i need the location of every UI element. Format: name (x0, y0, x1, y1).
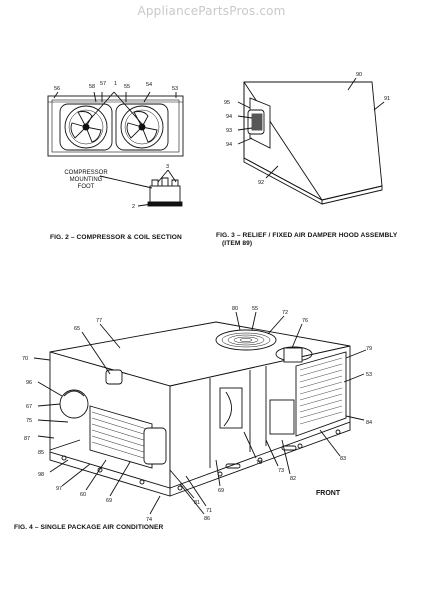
fig4-label: 74 (146, 517, 152, 523)
fig4-label: 69 (106, 498, 112, 504)
fig4-label: 76 (302, 318, 308, 324)
fig4-label: 75 (26, 418, 32, 424)
fig4-air-conditioner-drawing: 80 55 72 76 65 77 79 70 53 96 67 75 84 8… (22, 306, 372, 523)
fig4-label: 71 (206, 508, 212, 514)
fig4-label: 69 (218, 488, 224, 494)
fig4-label: 78 (256, 460, 262, 466)
fig2-label: 2 (132, 204, 135, 210)
fig3-label: 92 (258, 180, 264, 186)
fig4-label: 80 (232, 306, 238, 312)
fig4-label: 79 (366, 346, 372, 352)
front-label: FRONT (316, 490, 341, 497)
fig4-label: 87 (24, 436, 30, 442)
fig4-label: 60 (80, 492, 86, 498)
fig4-label: 55 (252, 306, 258, 312)
fig2-label: 53 (172, 86, 178, 92)
fig2-compressor-coil-drawing: 56 58 57 1 55 54 53 3 2 (47, 81, 184, 210)
fig3-label: 94 (226, 142, 232, 148)
fig3-caption-line2: (ITEM 89) (222, 240, 253, 247)
fig4-label: 72 (282, 310, 288, 316)
fig4-label: 86 (204, 516, 210, 522)
fig3-caption-line1: FIG. 3 – RELIEF / FIXED AIR DAMPER HOOD … (216, 232, 398, 239)
fig2-label: 55 (124, 84, 130, 90)
fig2-label: 58 (89, 84, 95, 90)
fig3-label: 93 (226, 128, 232, 134)
fig4-caption: FIG. 4 – SINGLE PACKAGE AIR CONDITIONER (14, 524, 164, 531)
fig3-label: 91 (384, 96, 390, 102)
compressor-mounting-foot-note: COMPRESSOR MOUNTING FOOT (64, 170, 108, 190)
fig3-label: 90 (356, 72, 362, 78)
fig3-label: 95 (224, 100, 230, 106)
fig4-label: 81 (194, 500, 200, 506)
fig4-label: 70 (22, 356, 28, 362)
fig2-caption: FIG. 2 – COMPRESSOR & COIL SECTION (50, 234, 182, 241)
fig4-label: 83 (340, 456, 346, 462)
fig4-label: 97 (56, 486, 62, 492)
fig4-label: 67 (26, 404, 32, 410)
fig4-label: 96 (26, 380, 32, 386)
fig4-label: 53 (366, 372, 372, 378)
fig2-label: 3 (166, 164, 169, 170)
fig4-label: 65 (74, 326, 80, 332)
fig4-label: 73 (278, 468, 284, 474)
fig3-label: 94 (226, 114, 232, 120)
fig4-label: 84 (366, 420, 372, 426)
fig2-label: 54 (146, 82, 152, 88)
fig2-label: 57 (100, 81, 106, 87)
fig4-label: 98 (38, 472, 44, 478)
watermark: AppliancePartsPros.com (137, 4, 286, 18)
fig4-label: 82 (290, 476, 296, 482)
fig4-label: 77 (96, 318, 102, 324)
fig2-label: 1 (114, 81, 117, 87)
fig4-label: 85 (38, 450, 44, 456)
fig3-damper-hood-drawing: 90 95 91 94 93 94 92 (224, 72, 390, 205)
fig2-label: 56 (54, 86, 60, 92)
